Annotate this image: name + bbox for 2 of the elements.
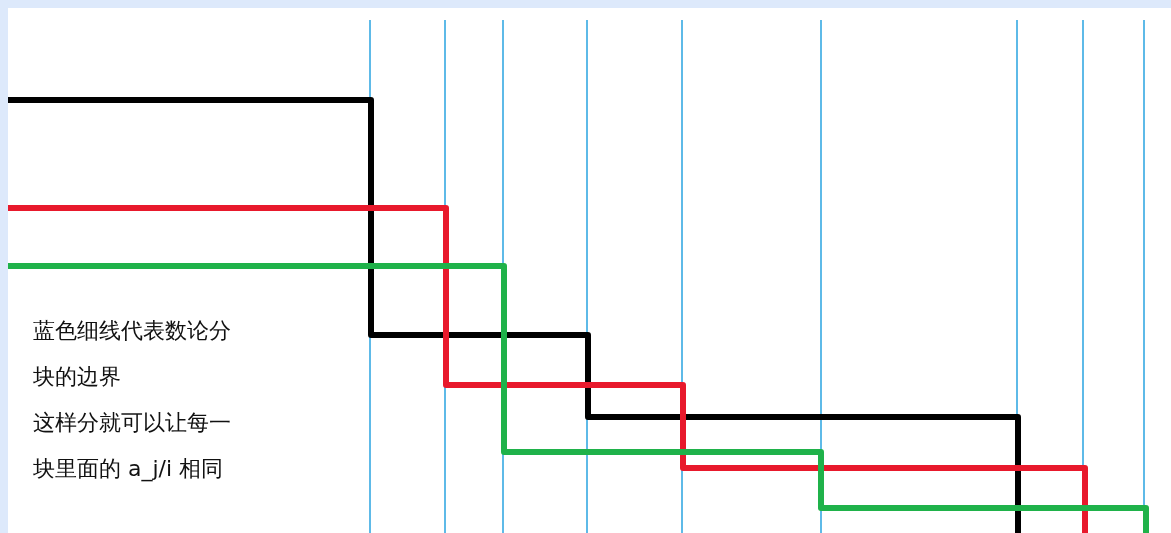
note-text: 这样分就可以让每一块里面的 a_j/i 相同 <box>33 409 232 484</box>
note-text: 蓝色细线代表数论分块的边界 <box>33 317 232 391</box>
